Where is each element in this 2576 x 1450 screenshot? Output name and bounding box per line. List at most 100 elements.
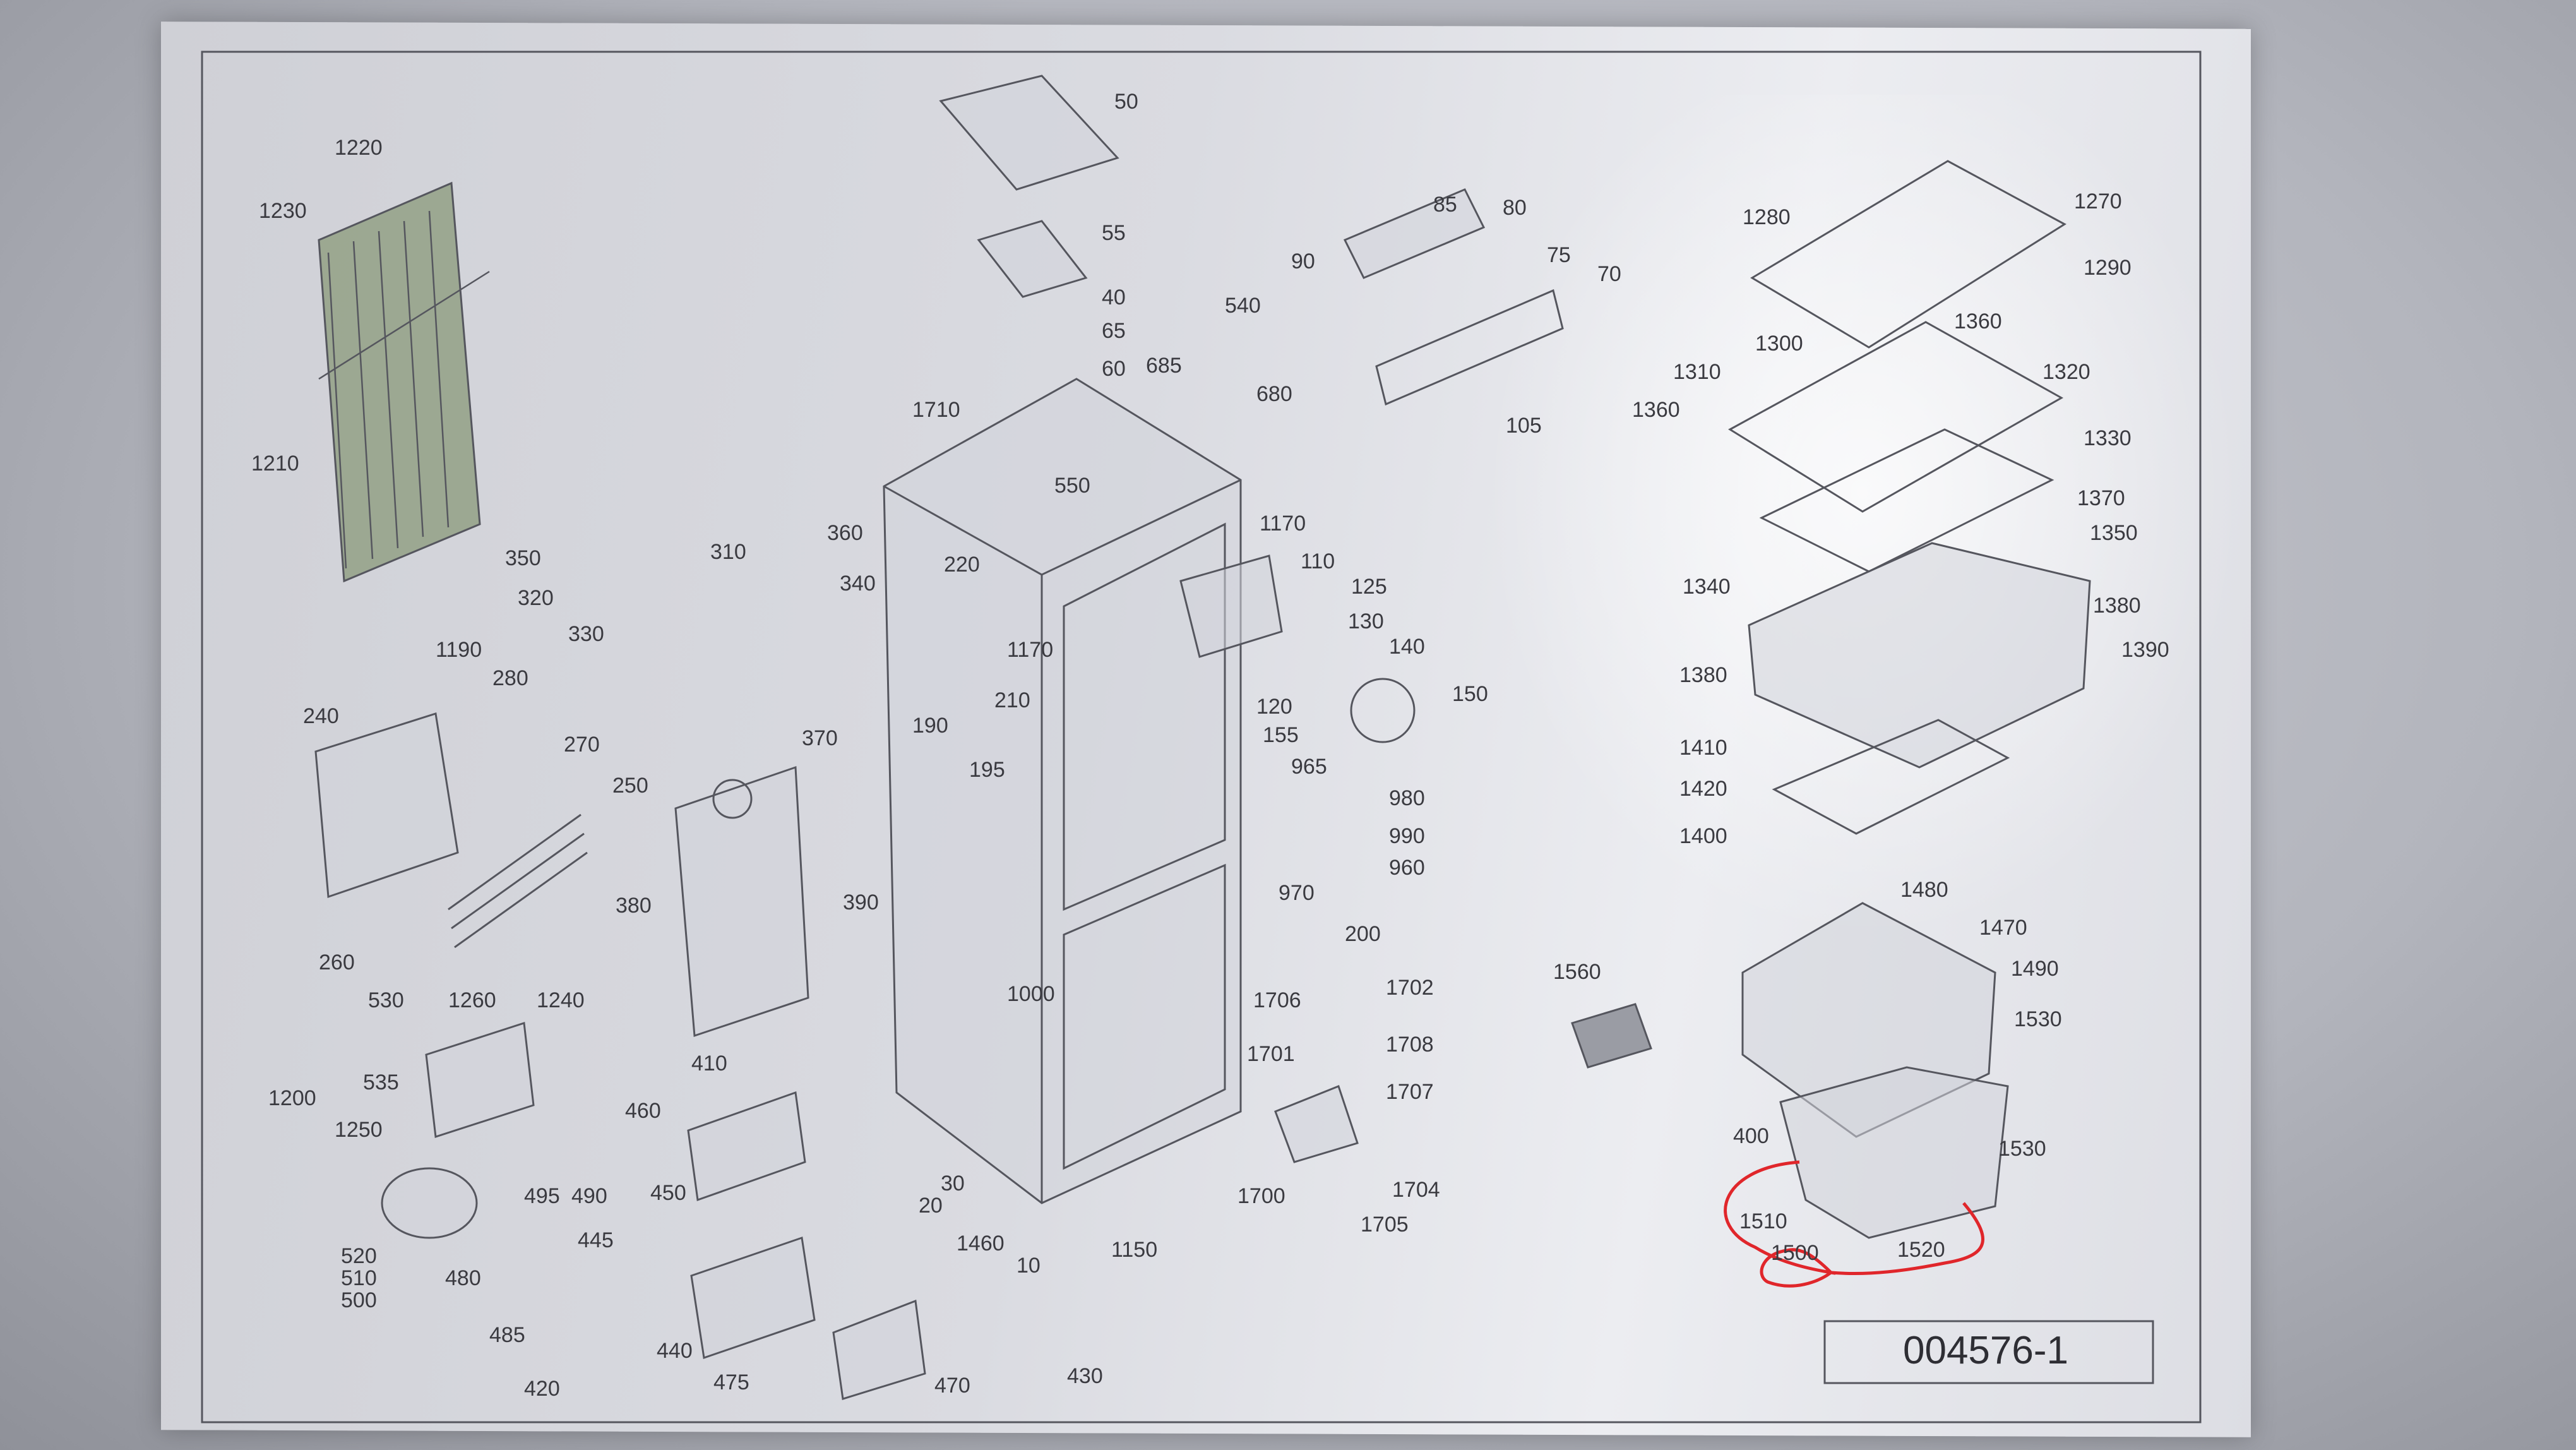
callout-270: 270 [564, 733, 600, 757]
callout-210: 210 [994, 688, 1030, 712]
callout-10: 10 [1017, 1254, 1041, 1278]
callout-140: 140 [1389, 635, 1425, 659]
callout-1480: 1480 [1900, 878, 1948, 902]
callout-1300: 1300 [1755, 332, 1803, 356]
callout-685: 685 [1146, 354, 1182, 378]
callout-1170a: 1170 [1260, 512, 1306, 536]
callout-1260: 1260 [448, 988, 496, 1012]
callout-1490: 1490 [2011, 957, 2059, 981]
callout-475: 475 [713, 1370, 749, 1394]
callout-340: 340 [840, 572, 876, 596]
callout-680: 680 [1256, 382, 1292, 406]
shelves-and-drawers [1728, 160, 2091, 1239]
callout-510: 510 [341, 1266, 377, 1290]
callout-280: 280 [492, 666, 528, 690]
callout-1470: 1470 [1979, 916, 2027, 940]
callout-1200: 1200 [268, 1086, 316, 1110]
callout-1530b: 1530 [1998, 1137, 2046, 1161]
callout-500: 500 [341, 1288, 377, 1312]
callout-1210: 1210 [251, 452, 299, 476]
callout-495: 495 [524, 1184, 560, 1208]
callout-80: 80 [1503, 196, 1527, 220]
callout-70: 70 [1597, 262, 1621, 286]
callout-350: 350 [505, 546, 541, 570]
callout-980: 980 [1389, 786, 1425, 810]
evaporator-assembly [314, 554, 1416, 1038]
callout-420: 420 [524, 1377, 560, 1401]
top-cover-parts [939, 75, 1564, 406]
callout-1220: 1220 [335, 136, 383, 160]
callout-1320: 1320 [2042, 360, 2090, 384]
callout-55: 55 [1102, 221, 1126, 245]
callout-1250: 1250 [335, 1118, 383, 1142]
callout-520: 520 [341, 1244, 377, 1268]
callout-380: 380 [616, 894, 652, 918]
callout-1702: 1702 [1386, 976, 1434, 1000]
callout-445: 445 [578, 1228, 614, 1252]
callout-155: 155 [1263, 723, 1299, 747]
callout-220: 220 [944, 553, 980, 577]
callout-430: 430 [1067, 1364, 1103, 1388]
callout-1710: 1710 [912, 398, 960, 422]
callout-370: 370 [802, 726, 838, 750]
callout-970: 970 [1279, 881, 1315, 905]
callout-410: 410 [691, 1052, 727, 1076]
callout-1706: 1706 [1253, 988, 1301, 1012]
callout-200: 200 [1345, 922, 1381, 946]
callout-400: 400 [1733, 1124, 1769, 1148]
callout-1520: 1520 [1897, 1238, 1945, 1262]
callout-50: 50 [1114, 90, 1138, 114]
compressor-parts [381, 1003, 1652, 1400]
callout-1310: 1310 [1673, 360, 1721, 384]
callout-1350: 1350 [2090, 521, 2138, 545]
drawing-frame [201, 51, 2202, 1423]
callout-130: 130 [1348, 609, 1384, 633]
callout-1530a: 1530 [2014, 1007, 2062, 1031]
callout-965: 965 [1291, 755, 1327, 779]
drawing-number: 004576-1 [1902, 1328, 2069, 1372]
callout-1400: 1400 [1679, 824, 1727, 848]
callout-1510: 1510 [1739, 1209, 1787, 1233]
callout-1380a: 1380 [2093, 594, 2141, 618]
condenser-part [318, 181, 490, 583]
callout-60: 60 [1102, 357, 1126, 381]
callout-1280: 1280 [1743, 205, 1791, 229]
callout-20: 20 [919, 1194, 943, 1218]
callout-470: 470 [934, 1374, 970, 1398]
callout-1150: 1150 [1111, 1238, 1157, 1262]
callout-240: 240 [303, 704, 339, 728]
callout-1360b: 1360 [1632, 398, 1680, 422]
callout-1230: 1230 [259, 199, 307, 223]
callout-1705: 1705 [1361, 1213, 1409, 1237]
callout-1704: 1704 [1392, 1178, 1440, 1202]
callout-310: 310 [710, 540, 746, 564]
callout-1170b: 1170 [1007, 638, 1053, 662]
callout-1240: 1240 [537, 988, 585, 1012]
callout-125: 125 [1351, 575, 1387, 599]
callout-990: 990 [1389, 824, 1425, 848]
callout-320: 320 [518, 586, 554, 610]
callout-260: 260 [319, 950, 355, 974]
callout-150: 150 [1452, 682, 1488, 706]
callout-550: 550 [1054, 474, 1090, 498]
callout-1560: 1560 [1553, 960, 1601, 984]
callout-250: 250 [612, 774, 648, 798]
callout-490: 490 [571, 1184, 607, 1208]
callout-90: 90 [1291, 249, 1315, 273]
callout-1190: 1190 [436, 638, 482, 662]
cabinet-body [883, 378, 1242, 1204]
callout-1390: 1390 [2121, 638, 2169, 662]
callout-190: 190 [912, 714, 948, 738]
callout-1360a: 1360 [1954, 309, 2002, 333]
callout-440: 440 [657, 1339, 693, 1363]
callout-1708: 1708 [1386, 1033, 1434, 1057]
callout-110: 110 [1301, 549, 1335, 573]
callout-1370: 1370 [2077, 486, 2125, 510]
callout-85: 85 [1433, 193, 1457, 217]
callout-1420: 1420 [1679, 777, 1727, 801]
callout-40: 40 [1102, 285, 1126, 309]
callout-530: 530 [368, 988, 404, 1012]
callout-1330: 1330 [2084, 426, 2132, 450]
red-annotation-scribble [1724, 1160, 1984, 1288]
